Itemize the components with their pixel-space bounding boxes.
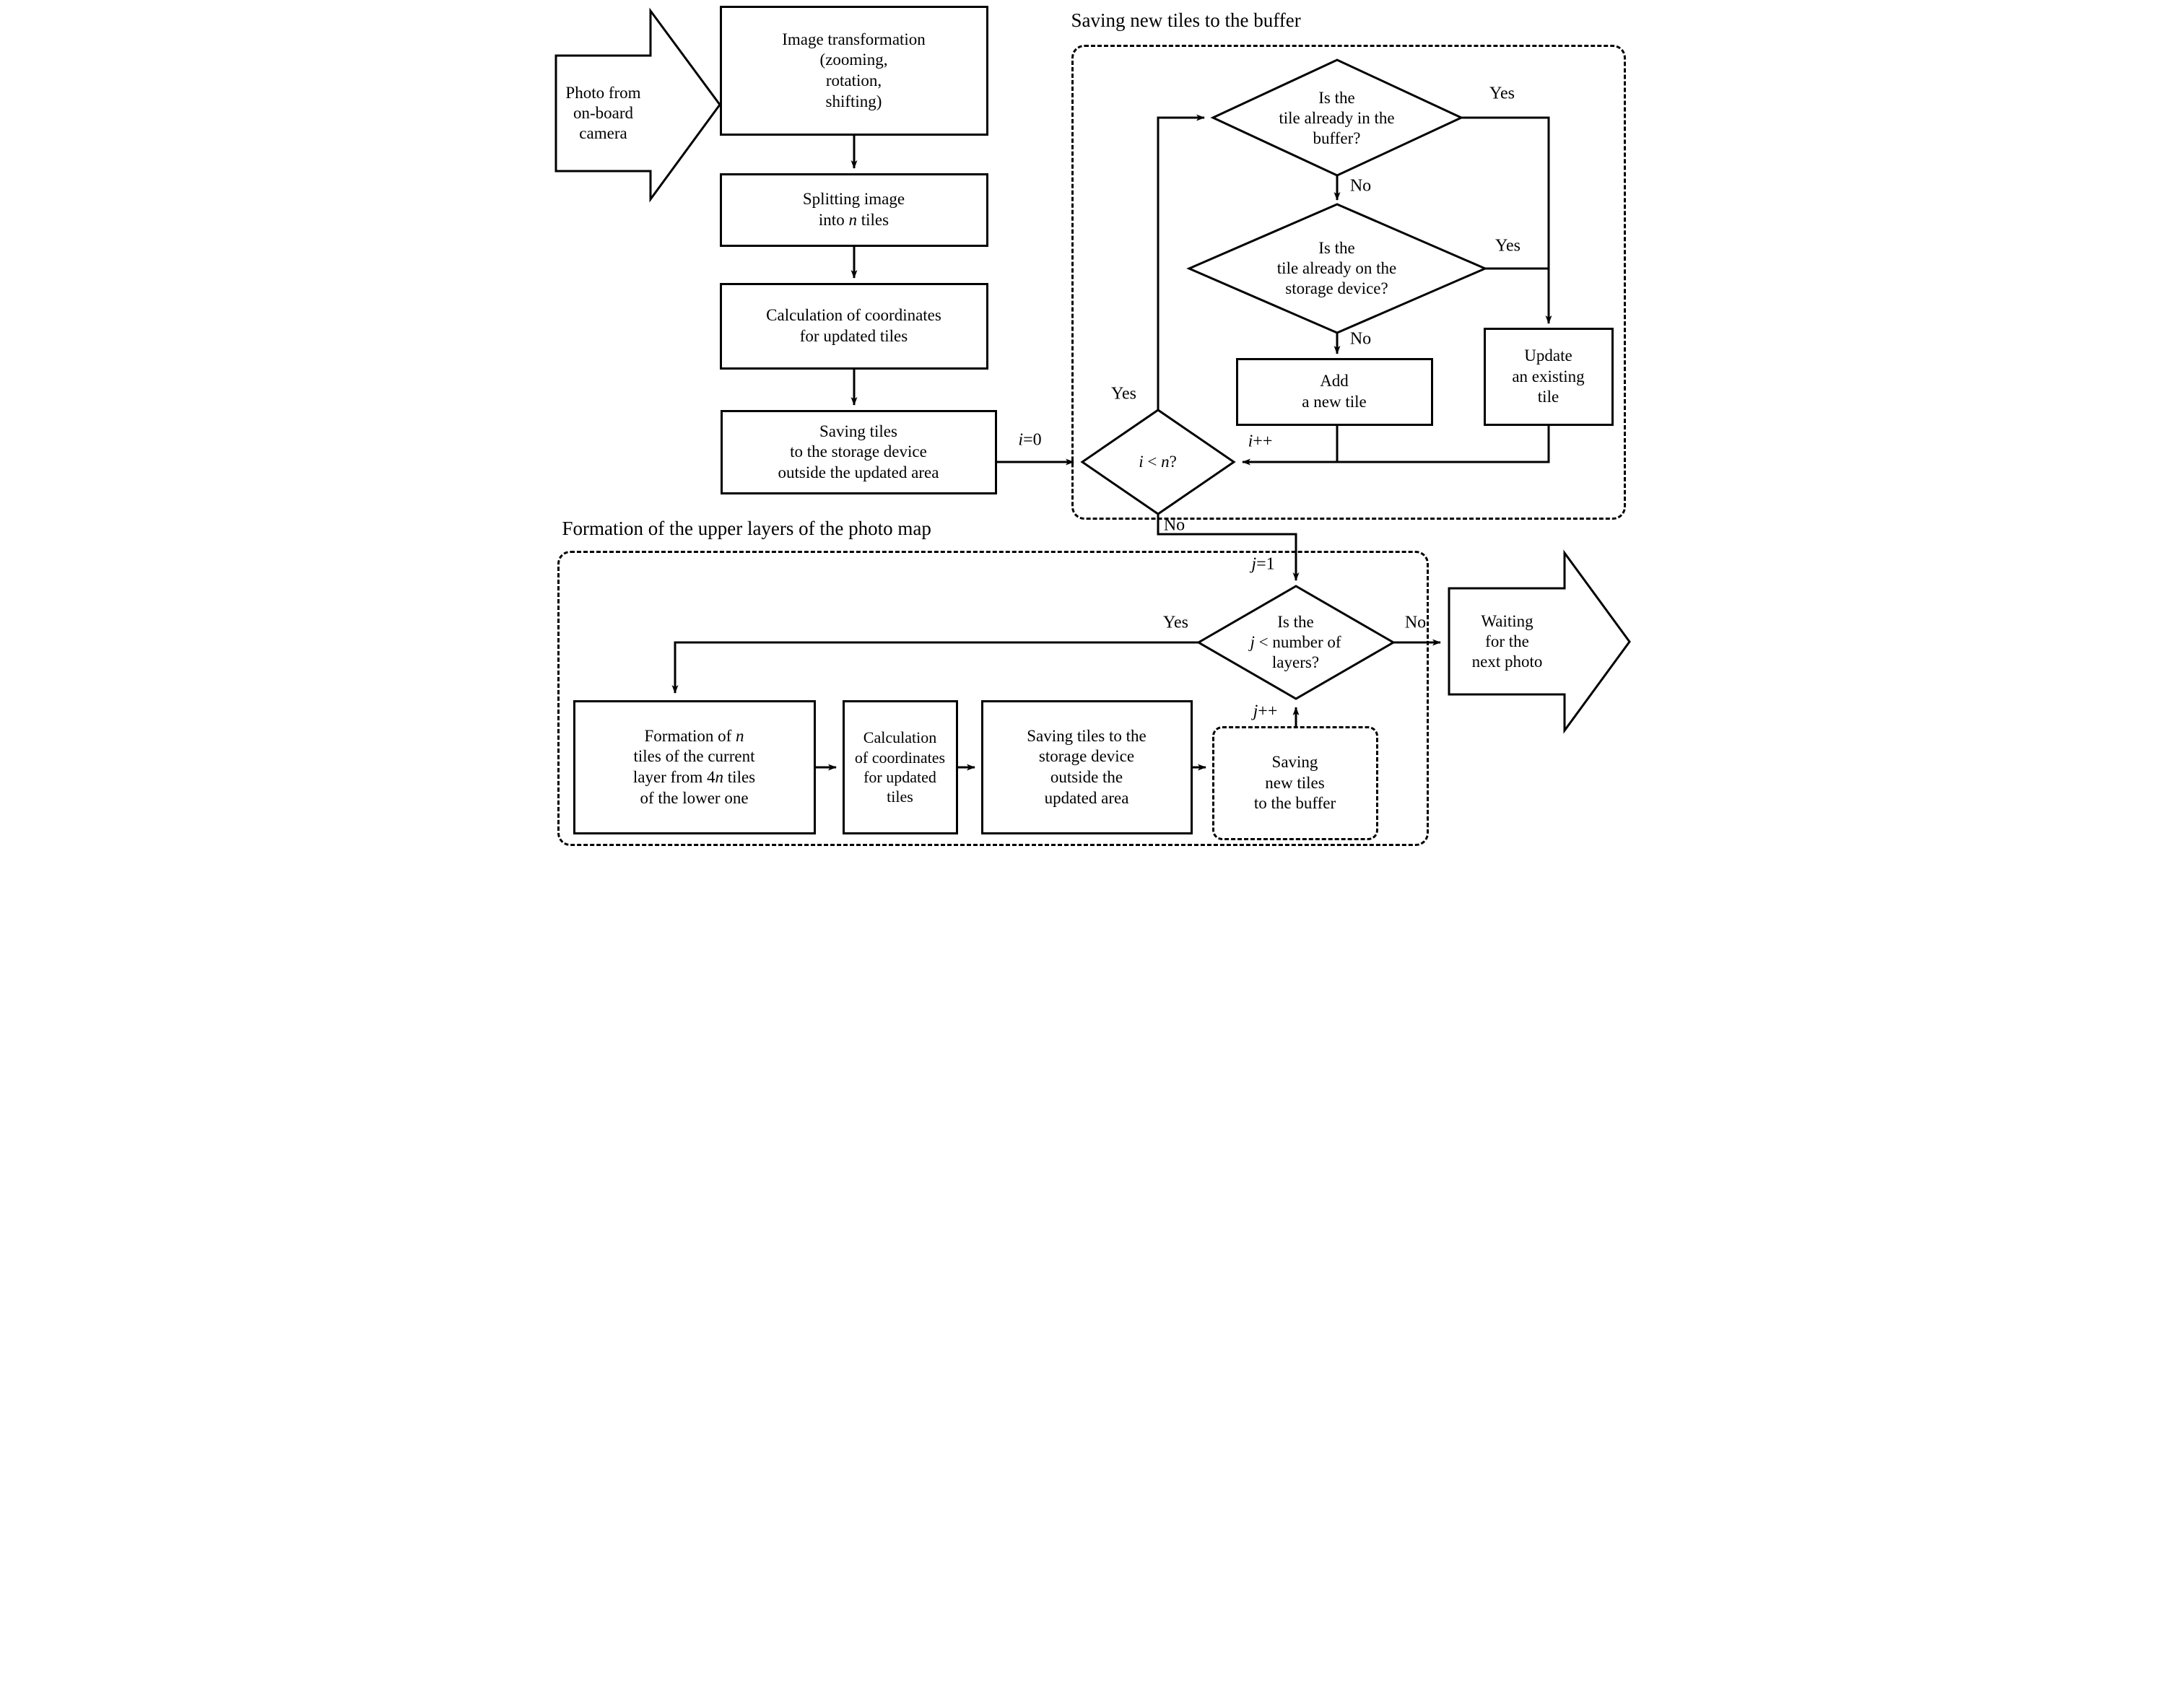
connector-layer <box>554 7 1631 771</box>
i-loop-decision-shape <box>1079 409 1236 515</box>
buffer-group-title: Saving new tiles to the buffer <box>1071 9 1301 31</box>
edge-label-i-increment: i++ <box>1248 432 1273 451</box>
edge-label-buffer-yes: Yes <box>1489 84 1515 103</box>
buffer-group-container <box>1071 45 1626 520</box>
update-existing-tile-box: Update an existing tile <box>1483 328 1614 426</box>
waiting-arrow-shape <box>1448 549 1631 734</box>
update-existing-tile-label: Update an existing tile <box>1512 346 1585 406</box>
coordinate-calculation-box: Calculation of coordinates for updated t… <box>719 283 988 370</box>
edge-label-j-loop-no: No <box>1404 613 1427 632</box>
edge-i-no <box>1157 514 1299 581</box>
saving-tiles-label: Saving tiles to the storage device outsi… <box>778 422 939 481</box>
start-arrow-label: Photo from on-board camera <box>565 83 641 143</box>
add-new-tile-label: Add a new tile <box>1302 372 1367 411</box>
start-arrow-shape <box>554 7 721 203</box>
edge-i-increment <box>1241 426 1549 466</box>
i-loop-decision-label: i < n? <box>1139 452 1177 471</box>
edge-label-i-loop-no: No <box>1163 515 1185 535</box>
edge-label-i-init: i=0 <box>1018 430 1042 450</box>
coordinate-calculation-label: Calculation of coordinates for updated t… <box>766 306 941 345</box>
layers-group-container <box>557 551 1429 846</box>
add-new-tile-box: Add a new tile <box>1235 358 1433 426</box>
coordinate-calculation-2-box: Calculation of coordinates for updated t… <box>842 700 958 834</box>
tile-in-buffer-decision-shape <box>1209 58 1464 177</box>
formation-tiles-box: Formation of n tiles of the current laye… <box>573 700 816 834</box>
saving-new-tiles-subprocess: Saving new tiles to the buffer <box>1211 726 1378 840</box>
j-loop-decision-shape <box>1196 585 1396 700</box>
tile-in-buffer-decision-label: Is the tile already in the buffer? <box>1279 88 1395 148</box>
edge-i-yes-loop <box>1157 114 1205 410</box>
tile-on-storage-decision-shape <box>1185 203 1488 334</box>
formation-tiles-label: Formation of n tiles of the current laye… <box>632 726 756 807</box>
splitting-image-box: Splitting image into n tiles <box>719 173 988 247</box>
flowchart-canvas: Saving new tiles to the buffer Formation… <box>546 0 1638 855</box>
edge-label-j-increment: j++ <box>1253 702 1278 721</box>
j-loop-decision-label: Is the j < number of layers? <box>1250 612 1341 672</box>
edge-j-yes <box>671 641 1198 694</box>
image-transformation-label: Image transformation (zooming, rotation,… <box>782 30 926 110</box>
waiting-arrow-label: Waiting for the next photo <box>1471 611 1543 671</box>
tile-on-storage-decision-label: Is the tile already on the storage devic… <box>1276 238 1397 298</box>
coordinate-calculation-2-label: Calculation of coordinates for updated t… <box>854 728 946 806</box>
edge-label-j-loop-yes: Yes <box>1163 613 1188 632</box>
edge-label-storage-no: No <box>1349 329 1372 349</box>
saving-tiles-2-box: Saving tiles to the storage device outsi… <box>980 700 1193 834</box>
saving-new-tiles-subprocess-label: Saving new tiles to the buffer <box>1253 753 1336 813</box>
layers-group-title: Formation of the upper layers of the pho… <box>562 518 931 539</box>
saving-tiles-box: Saving tiles to the storage device outsi… <box>720 410 997 494</box>
splitting-image-label: Splitting image into n tiles <box>802 190 905 229</box>
edge-buffer-yes <box>1461 116 1552 324</box>
edge-label-j-init: j=1 <box>1251 554 1275 574</box>
image-transformation-box: Image transformation (zooming, rotation,… <box>719 6 988 136</box>
edge-label-storage-yes: Yes <box>1495 236 1520 256</box>
edge-label-i-loop-yes: Yes <box>1111 384 1136 404</box>
saving-tiles-2-label: Saving tiles to the storage device outsi… <box>1027 726 1147 807</box>
edge-label-buffer-no: No <box>1349 176 1372 196</box>
